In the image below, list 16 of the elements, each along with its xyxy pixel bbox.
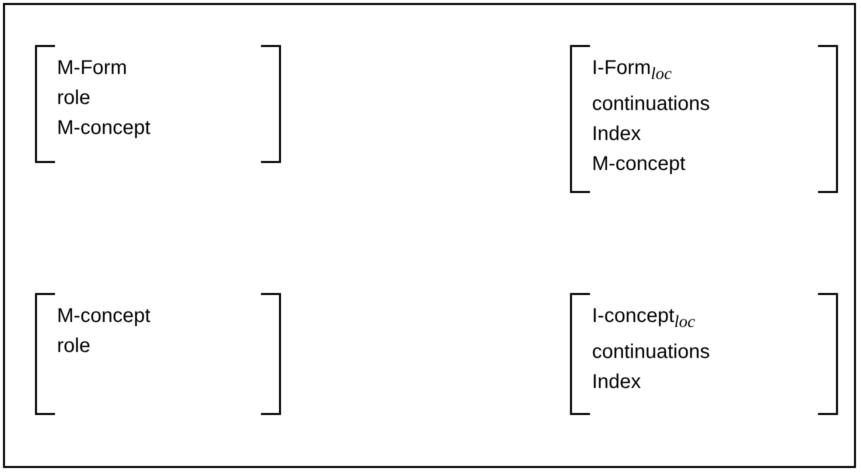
attribute-matrix <box>35 45 281 163</box>
feature-label: M-Form <box>57 56 128 81</box>
feature-label: Index <box>592 370 642 395</box>
feature-label: role <box>57 86 92 111</box>
attribute-matrix <box>570 293 838 415</box>
feature-label: continuations <box>592 92 710 117</box>
attribute-matrix <box>570 45 838 193</box>
feature-label: I-concept$_{loc}$ <box>592 304 696 333</box>
feature-label: continuations <box>592 340 710 365</box>
attribute-matrix <box>35 293 281 415</box>
feature-label: M-concept <box>57 116 150 141</box>
feature-label: M-concept <box>57 304 150 329</box>
feature-label: Index <box>592 122 642 147</box>
feature-label: M-concept <box>592 152 686 177</box>
feature-label: role <box>57 334 92 359</box>
feature-label: I-Form$_{loc}$ <box>592 56 673 85</box>
